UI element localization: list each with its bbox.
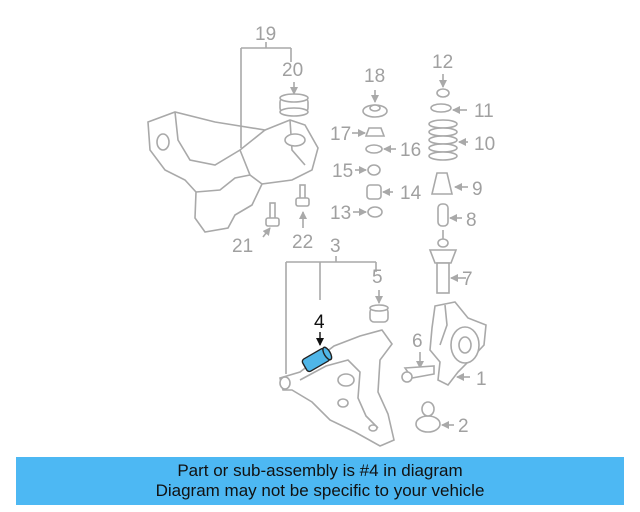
coil-spring-part[interactable]: 10 — [428, 119, 495, 161]
svg-text:10: 10 — [474, 134, 495, 155]
control-arm-bushing-part[interactable]: 5 — [369, 262, 389, 323]
svg-text:8: 8 — [466, 210, 477, 231]
strut-part[interactable]: 7 — [428, 230, 473, 294]
strut-mount-part[interactable]: 18 — [362, 66, 388, 118]
svg-text:1: 1 — [476, 369, 487, 390]
svg-text:3: 3 — [330, 236, 341, 257]
info-banner: Part or sub-assembly is #4 in diagram Di… — [16, 457, 624, 505]
svg-text:4: 4 — [314, 312, 325, 333]
control-arm-part[interactable] — [279, 329, 395, 447]
svg-text:20: 20 — [282, 60, 303, 81]
link-part[interactable]: 6 — [401, 331, 435, 383]
callout-3: 3 — [285, 236, 376, 374]
callout-19: 19 — [240, 24, 292, 148]
svg-text:13: 13 — [330, 203, 351, 224]
svg-text:5: 5 — [372, 267, 383, 288]
bump-stop-part[interactable]: 8 — [437, 203, 477, 231]
svg-text:21: 21 — [232, 236, 253, 257]
bushing-part[interactable]: 14 — [366, 183, 422, 204]
bolt-part[interactable]: 21 — [232, 202, 280, 257]
subframe-mount-part[interactable]: 20 — [279, 60, 309, 117]
svg-text:7: 7 — [462, 269, 473, 290]
banner-line-disclaimer: Diagram may not be specific to your vehi… — [155, 481, 485, 500]
svg-text:11: 11 — [474, 101, 494, 122]
svg-text:2: 2 — [458, 416, 469, 437]
spring-seat-part[interactable]: 11 — [430, 101, 494, 122]
washer-part[interactable]: 16 — [365, 140, 421, 161]
svg-text:14: 14 — [400, 183, 422, 204]
svg-text:18: 18 — [364, 66, 385, 87]
spacer-part[interactable]: 15 — [332, 161, 381, 182]
bolt-part[interactable]: 22 — [292, 184, 313, 253]
svg-text:16: 16 — [400, 140, 421, 161]
ball-joint-part[interactable]: 2 — [415, 401, 469, 437]
svg-text:6: 6 — [412, 331, 423, 352]
strut-nut-part[interactable]: 17 — [330, 124, 386, 145]
subframe-part[interactable] — [147, 111, 319, 233]
svg-text:19: 19 — [255, 24, 276, 45]
svg-text:15: 15 — [332, 161, 353, 182]
strut-cap-part[interactable]: 12 — [432, 52, 453, 98]
suspension-parts-diagram: 19 20 21 22 18 17 16 — [147, 24, 495, 447]
steering-knuckle-part[interactable]: 1 — [429, 301, 487, 390]
highlighted-bushing-part[interactable]: 4 — [301, 312, 333, 373]
svg-text:17: 17 — [330, 124, 351, 145]
svg-text:12: 12 — [432, 52, 453, 73]
svg-text:9: 9 — [472, 179, 483, 200]
banner-line-part-number: Part or sub-assembly is #4 in diagram — [177, 461, 463, 480]
boot-part[interactable]: 9 — [430, 172, 483, 200]
svg-text:22: 22 — [292, 232, 313, 253]
bump-stop-part[interactable]: 13 — [330, 203, 383, 224]
